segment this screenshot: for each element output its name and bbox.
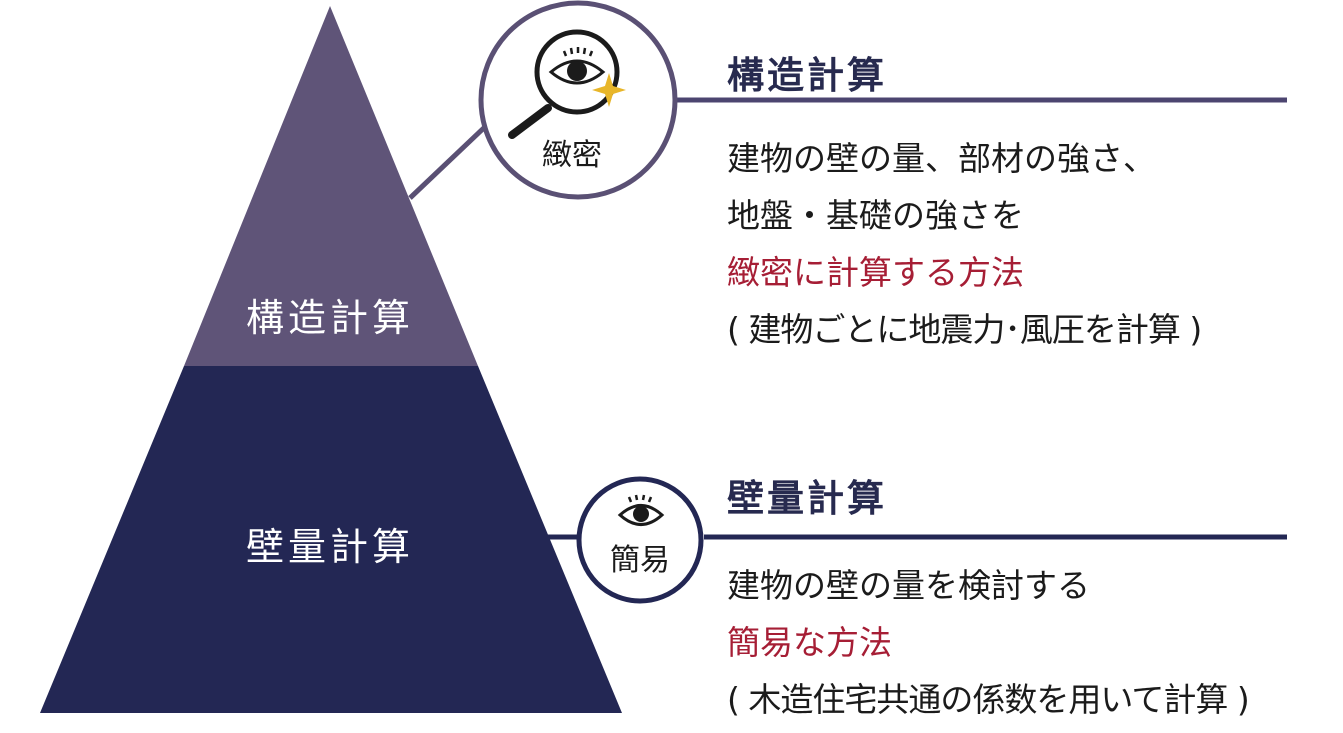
wall-line-1: 建物の壁の量を検討する xyxy=(727,566,1090,605)
structural-highlight: 緻密に計算する方法 xyxy=(727,253,1024,292)
simple-label: 簡易 xyxy=(610,543,670,578)
pyramid-bottom-label: 壁量計算 xyxy=(246,525,414,569)
structural-description: 建物の壁の量、部材の強さ、 地盤・基礎の強さを 緻密に計算する方法 ( 建物ごと… xyxy=(727,130,1202,358)
precise-badge: 緻密 xyxy=(478,0,678,200)
structural-line-2: 地盤・基礎の強さを xyxy=(727,196,1024,235)
structural-note: ( 建物ごとに地震力･風圧を計算 ) xyxy=(727,310,1202,349)
wall-highlight: 簡易な方法 xyxy=(727,623,892,662)
structural-title: 構造計算 xyxy=(727,54,887,97)
magnifier-eye-icon xyxy=(508,29,620,139)
wall-title: 壁量計算 xyxy=(727,477,887,520)
structural-line-1: 建物の壁の量、部材の強さ、 xyxy=(727,139,1156,178)
precise-label: 緻密 xyxy=(542,138,602,173)
wall-description: 建物の壁の量を検討する 簡易な方法 ( 木造住宅共通の係数を用いて計算 ) xyxy=(727,557,1250,728)
sparkle-icon xyxy=(592,73,626,107)
pyramid-top-section xyxy=(184,6,478,366)
eye-icon xyxy=(617,494,665,526)
pyramid-bottom-section xyxy=(40,366,622,713)
pyramid-top-label: 構造計算 xyxy=(246,296,414,340)
wall-note: ( 木造住宅共通の係数を用いて計算 ) xyxy=(727,680,1250,719)
simple-badge: 簡易 xyxy=(576,476,704,604)
top-connector-line xyxy=(408,122,490,200)
